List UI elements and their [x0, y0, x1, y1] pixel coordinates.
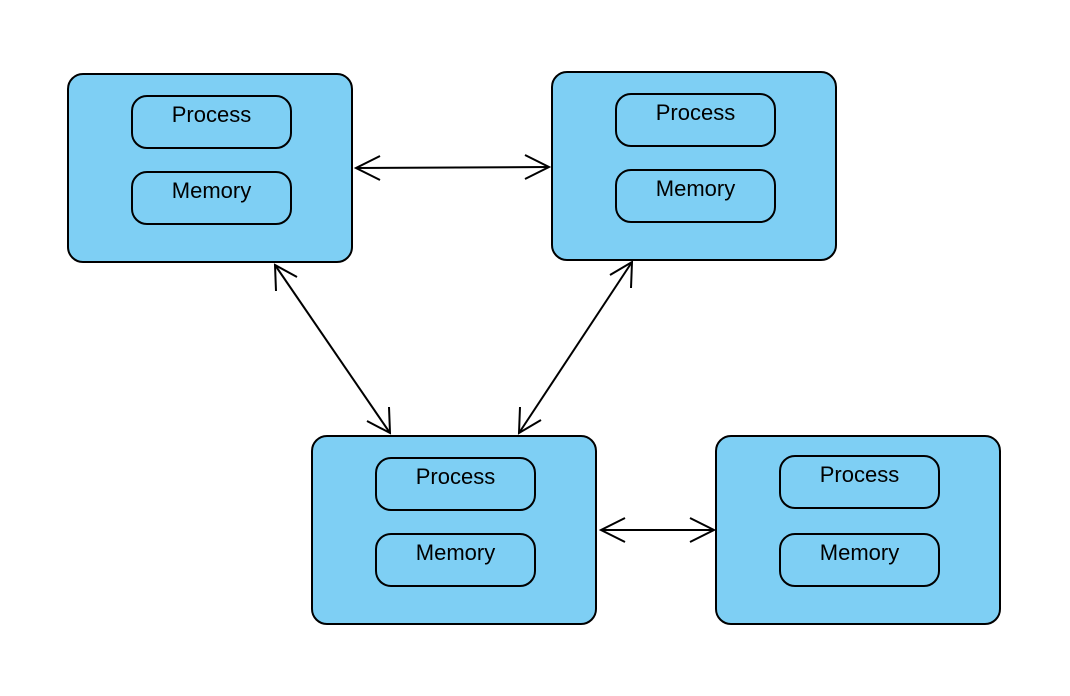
process-box[interactable]: Process	[779, 455, 940, 509]
arrowhead-top	[273, 263, 298, 292]
arrowhead-bottom	[366, 406, 392, 435]
memory-box[interactable]: Memory	[375, 533, 536, 587]
arrowhead-left	[598, 517, 626, 543]
link-node3-node4	[598, 517, 717, 543]
link-node1-node3	[273, 263, 392, 435]
arrowhead-top	[609, 260, 634, 289]
node-box[interactable]: Process Memory	[715, 435, 1001, 625]
memory-box[interactable]: Memory	[779, 533, 940, 587]
node-box[interactable]: Process Memory	[311, 435, 597, 625]
link-node1-node2	[353, 154, 552, 181]
process-box[interactable]: Process	[615, 93, 776, 147]
arrowhead-right	[524, 154, 552, 180]
link-line	[518, 261, 633, 434]
memory-box[interactable]: Memory	[615, 169, 776, 223]
link-line	[355, 166, 550, 169]
link-node2-node3	[517, 260, 634, 435]
process-box[interactable]: Process	[375, 457, 536, 511]
node-box[interactable]: Process Memory	[67, 73, 353, 263]
arrowhead-left	[353, 155, 381, 181]
arrowhead-bottom	[517, 406, 542, 435]
link-line	[274, 264, 391, 434]
memory-box[interactable]: Memory	[131, 171, 292, 225]
node-box[interactable]: Process Memory	[551, 71, 837, 261]
arrowhead-right	[689, 517, 717, 543]
process-box[interactable]: Process	[131, 95, 292, 149]
